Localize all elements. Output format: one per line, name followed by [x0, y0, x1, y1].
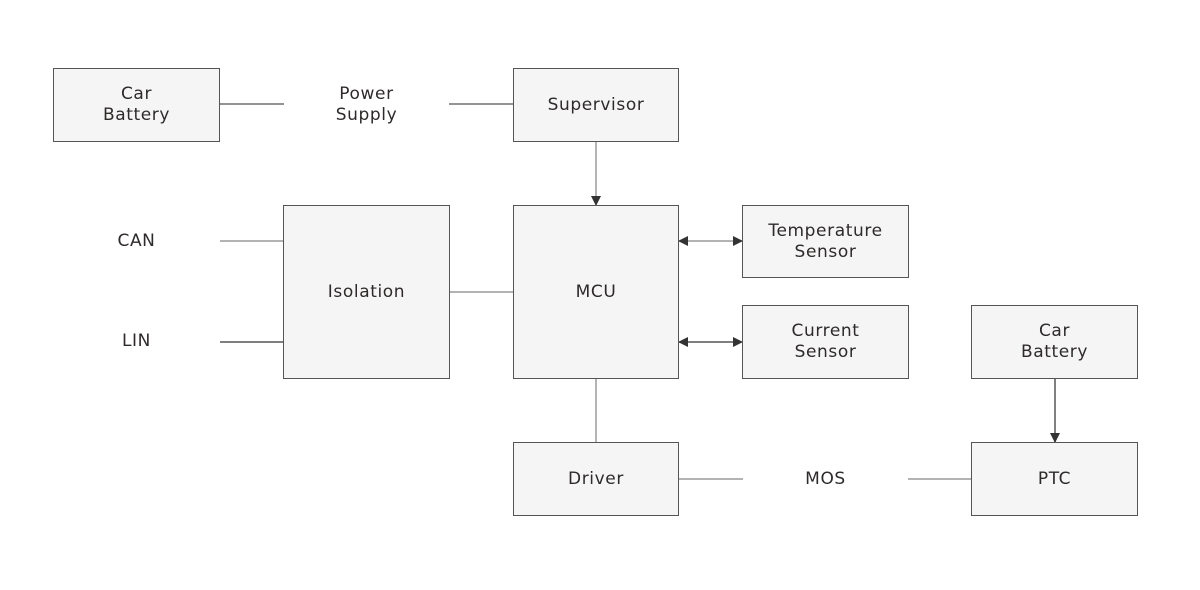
mos-label: MOS	[805, 468, 846, 489]
can-label: CAN	[117, 230, 156, 251]
mcu-box: MCU	[513, 205, 679, 379]
temperature-sensor-box: Temperature Sensor	[742, 205, 909, 278]
current-sensor-box: Current Sensor	[742, 305, 909, 379]
driver-box: Driver	[513, 442, 679, 516]
car-battery-right-box: Car Battery	[971, 305, 1138, 379]
supervisor-box: Supervisor	[513, 68, 679, 142]
ptc-box: PTC	[971, 442, 1138, 516]
isolation-box: Isolation	[283, 205, 450, 379]
lin-label: LIN	[121, 330, 151, 351]
car-battery-box: Car Battery	[53, 68, 220, 142]
power-supply-label: Power Supply	[335, 84, 398, 125]
